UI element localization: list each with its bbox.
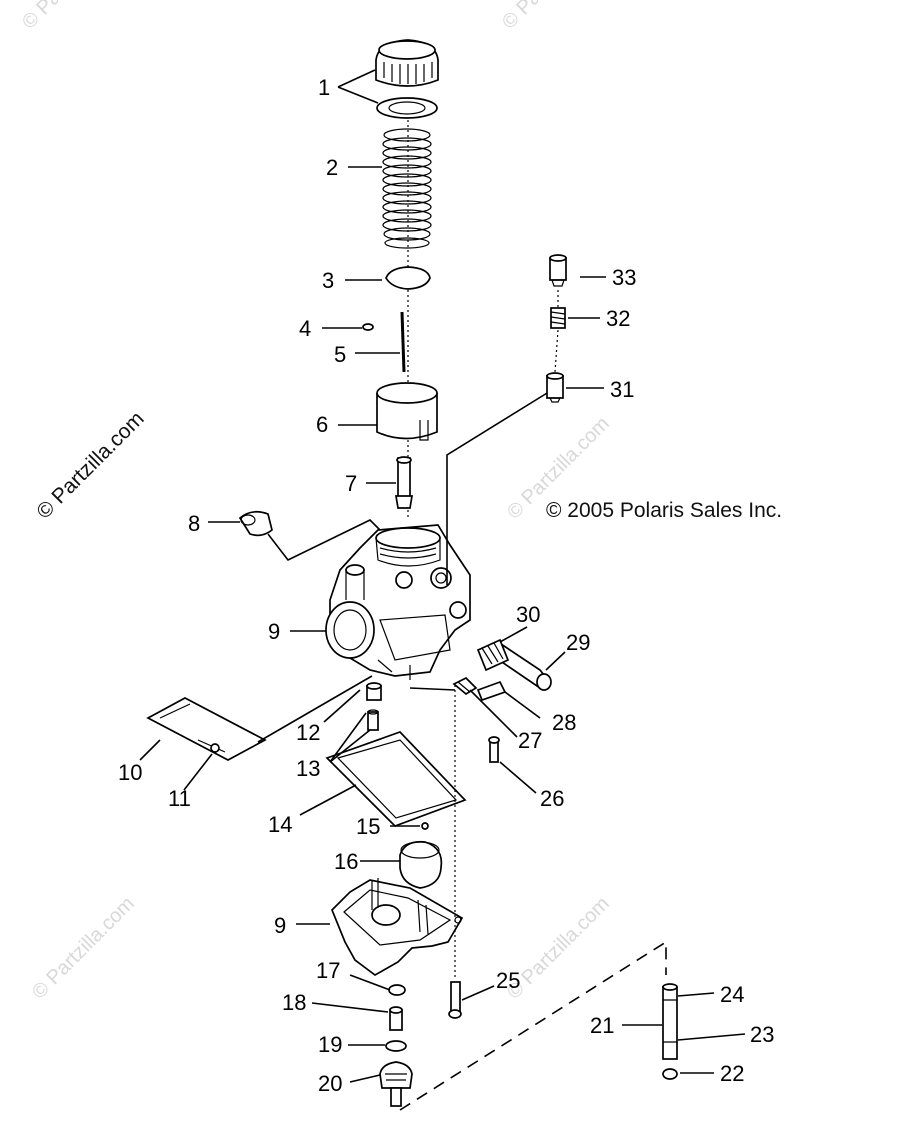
valve-18 <box>389 1006 403 1031</box>
callout-24: 24 <box>720 982 744 1007</box>
callout-23: 23 <box>750 1022 774 1047</box>
clip-plate <box>385 266 431 290</box>
screw-26 <box>488 736 500 763</box>
callout-11: 11 <box>168 786 191 811</box>
e-clip <box>362 323 374 331</box>
callout-16: 16 <box>334 849 358 874</box>
callout-22: 22 <box>720 1061 744 1086</box>
axis-32-31 <box>554 329 559 373</box>
plate-link-line <box>257 675 373 743</box>
callout-20: 20 <box>318 1071 342 1096</box>
callout-25: 25 <box>496 968 520 993</box>
drain-tube <box>662 983 678 1080</box>
spring-30 <box>476 638 510 672</box>
air-cap <box>238 510 273 537</box>
leader-lines <box>139 69 746 1083</box>
callout-3: 3 <box>322 268 334 293</box>
callout-10: 10 <box>118 760 142 785</box>
pilot-link <box>409 687 456 691</box>
watermark-left-large: © Partzilla.com <box>32 407 148 523</box>
fitting-33 <box>549 254 567 287</box>
washer-17 <box>388 984 406 996</box>
callout-1: 1 <box>318 75 330 100</box>
throttle-slide <box>376 382 438 441</box>
callout-18: 18 <box>282 990 306 1015</box>
copyright-text: © 2005 Polaris Sales Inc. <box>546 499 782 522</box>
carburetor-body <box>325 524 471 680</box>
callout-13: 13 <box>296 756 320 781</box>
callout-33: 33 <box>612 265 636 290</box>
cable-line <box>267 519 381 562</box>
main-jet-12 <box>366 682 382 701</box>
needle-jet <box>394 456 414 509</box>
callout-26: 26 <box>540 786 564 811</box>
callout-31: 31 <box>610 377 634 402</box>
spring-part <box>382 128 432 249</box>
pilot-screw-28 <box>476 680 507 702</box>
idle-screw-line <box>446 389 553 585</box>
callout-9-bowl: 9 <box>274 913 286 938</box>
watermarks: © Partzilla.com © Partzilla.com © Partzi… <box>18 0 614 1004</box>
callout-6: 6 <box>316 412 328 437</box>
watermark-top-center: © Partzilla.com <box>498 0 609 34</box>
float <box>399 840 443 889</box>
needle <box>400 311 406 373</box>
callout-labels: 1 2 3 4 5 6 7 8 9 9 10 11 12 13 14 15 16… <box>118 75 774 1096</box>
callout-15: 15 <box>356 814 380 839</box>
watermark-top-left: © Partzilla.com <box>18 0 129 34</box>
callout-19: 19 <box>318 1032 342 1057</box>
cap-part <box>375 39 439 119</box>
callout-9-body: 9 <box>268 619 280 644</box>
o-ring-19 <box>385 1040 407 1052</box>
callout-28: 28 <box>552 710 576 735</box>
callout-32: 32 <box>606 306 630 331</box>
callout-27: 27 <box>518 728 542 753</box>
callout-30: 30 <box>516 602 540 627</box>
spring-32 <box>550 307 566 329</box>
callout-8: 8 <box>188 511 200 536</box>
float-bowl-gasket <box>325 731 467 827</box>
drain-hose-path <box>399 940 667 1111</box>
plate-10 <box>146 697 267 761</box>
callout-12: 12 <box>296 720 320 745</box>
callout-29: 29 <box>566 630 590 655</box>
callout-17: 17 <box>316 958 340 983</box>
callout-7: 7 <box>345 471 357 496</box>
screw-11 <box>210 743 220 753</box>
float-pin <box>421 822 429 830</box>
callout-2: 2 <box>326 155 338 180</box>
callout-14: 14 <box>268 812 292 837</box>
needle-jet-13 <box>367 709 379 731</box>
screw-25 <box>448 981 462 1019</box>
fitting-31 <box>546 372 564 403</box>
callout-4: 4 <box>299 316 311 341</box>
callout-5: 5 <box>334 342 346 367</box>
float-bowl <box>331 878 464 977</box>
callout-21: 21 <box>590 1013 614 1038</box>
watermark-bottom-left: © Partzilla.com <box>28 893 139 1004</box>
drain-plug-20 <box>379 1061 413 1107</box>
